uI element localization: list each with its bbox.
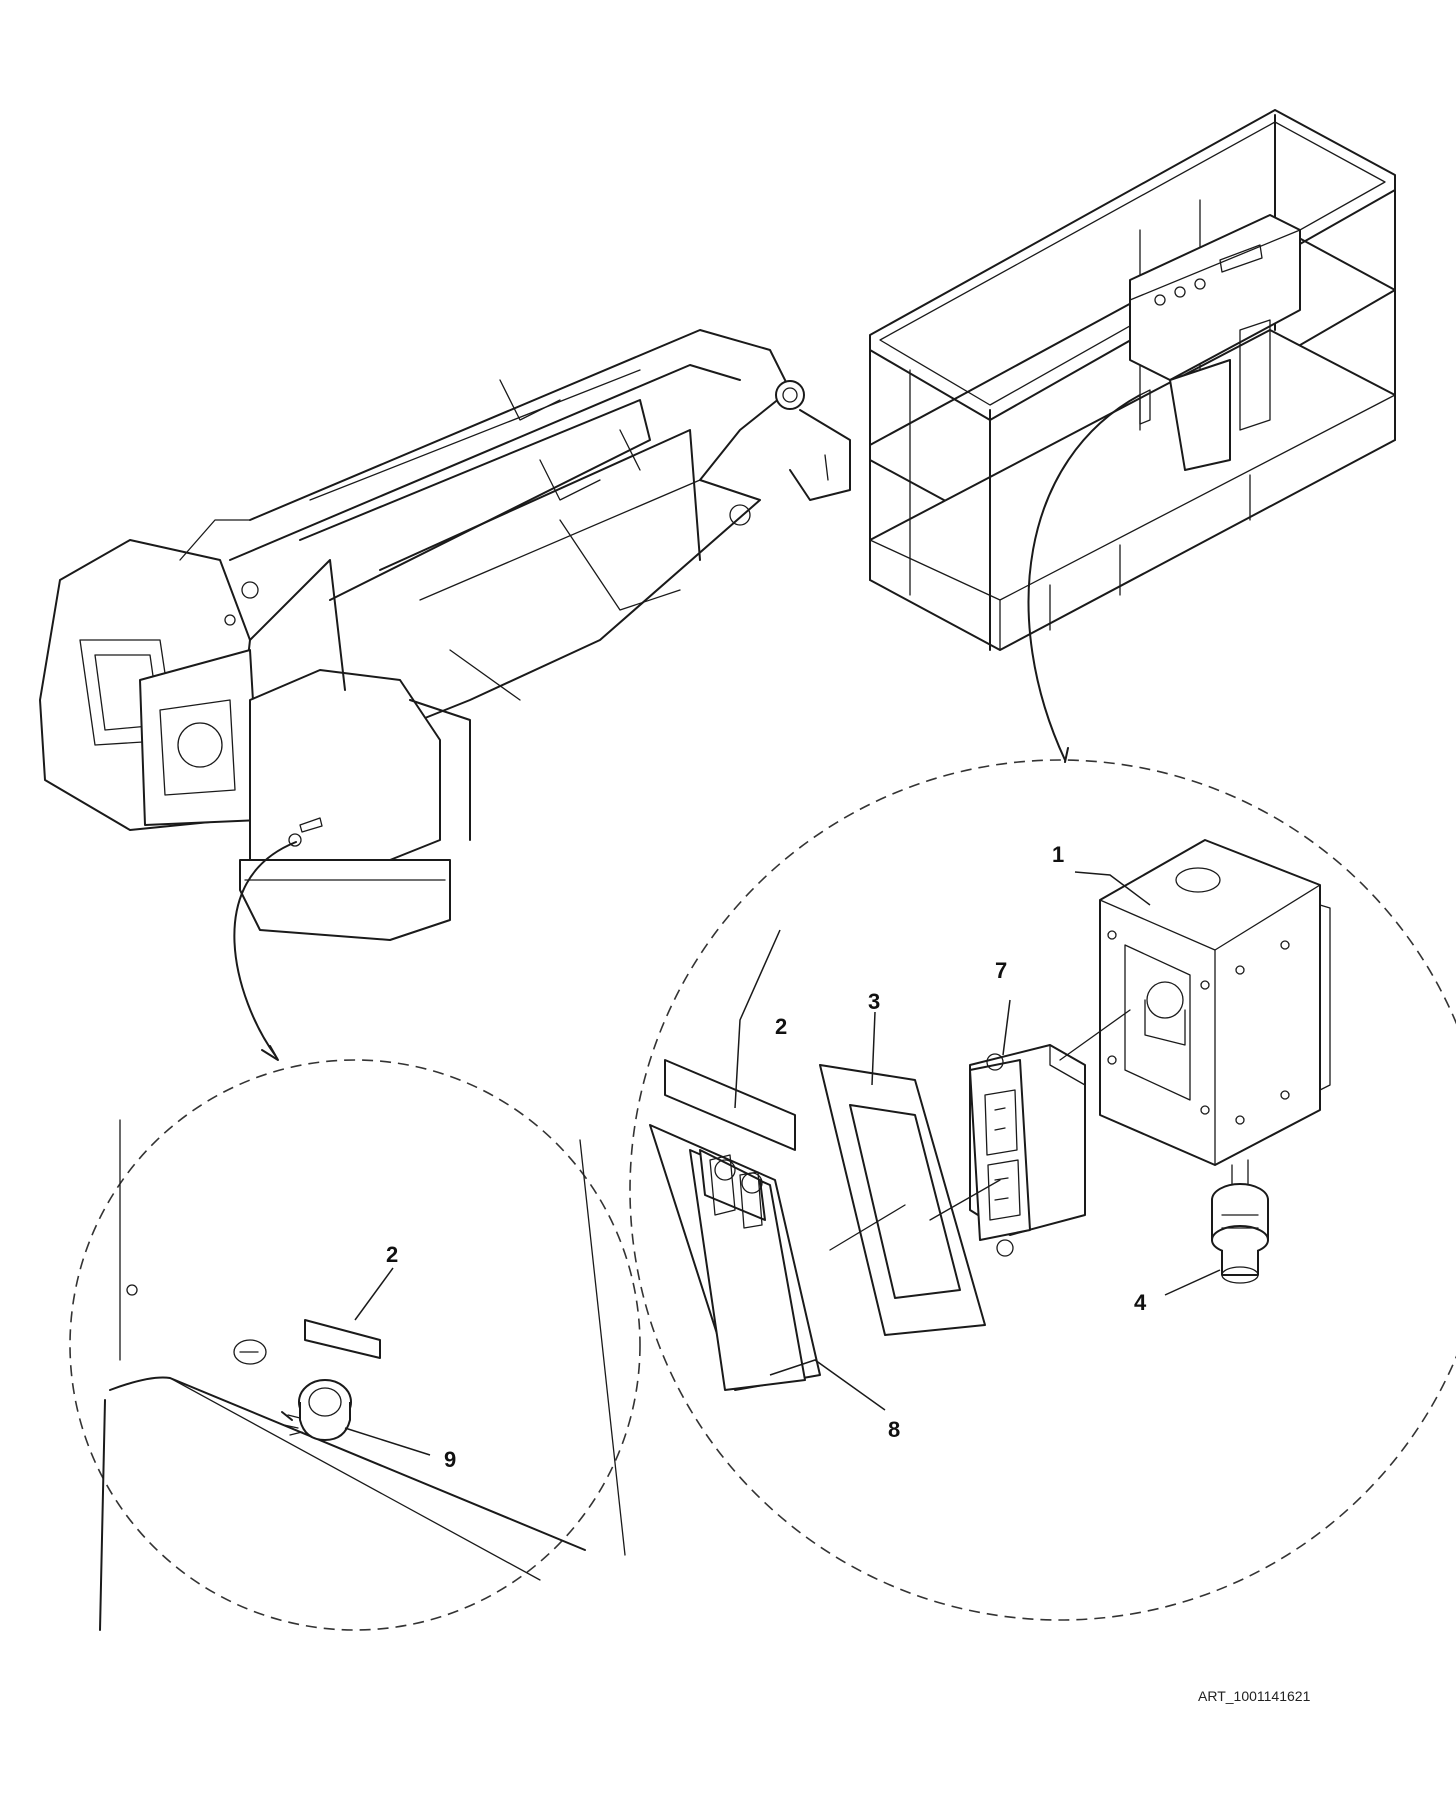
platform-basket-icon [869, 109, 1396, 651]
callout-3: 3 [868, 989, 880, 1014]
cable-platform-to-detail [1027, 394, 1141, 761]
boom-chassis-icon [39, 329, 851, 941]
art-identifier: ART_1001141621 [1198, 1688, 1311, 1704]
label-decal-icon [664, 1059, 796, 1151]
plug-connector-icon [281, 1379, 352, 1441]
label-plate-icon [304, 1319, 381, 1359]
junction-box-icon [1099, 839, 1331, 1166]
callout-9: 9 [444, 1447, 456, 1472]
callout-2: 2 [775, 1014, 787, 1039]
callout-8: 8 [888, 1417, 900, 1442]
detail-circle-outlet [629, 759, 1456, 1621]
connector-detail-body [99, 1119, 626, 1631]
cable-boom-to-detail [233, 841, 297, 1056]
callout-1: 1 [1052, 842, 1064, 867]
callout-7: 7 [995, 958, 1007, 983]
detail-circle-connector [69, 1059, 641, 1631]
gasket-icon [819, 1064, 986, 1336]
callout-2-connector: 2 [386, 1242, 398, 1267]
cord-grip-icon [1211, 1159, 1269, 1284]
callout-4: 4 [1134, 1290, 1147, 1315]
explode-axis [829, 1009, 1131, 1251]
weatherproof-cover-icon [649, 1124, 821, 1391]
gfci-outlet-icon [969, 1044, 1086, 1257]
